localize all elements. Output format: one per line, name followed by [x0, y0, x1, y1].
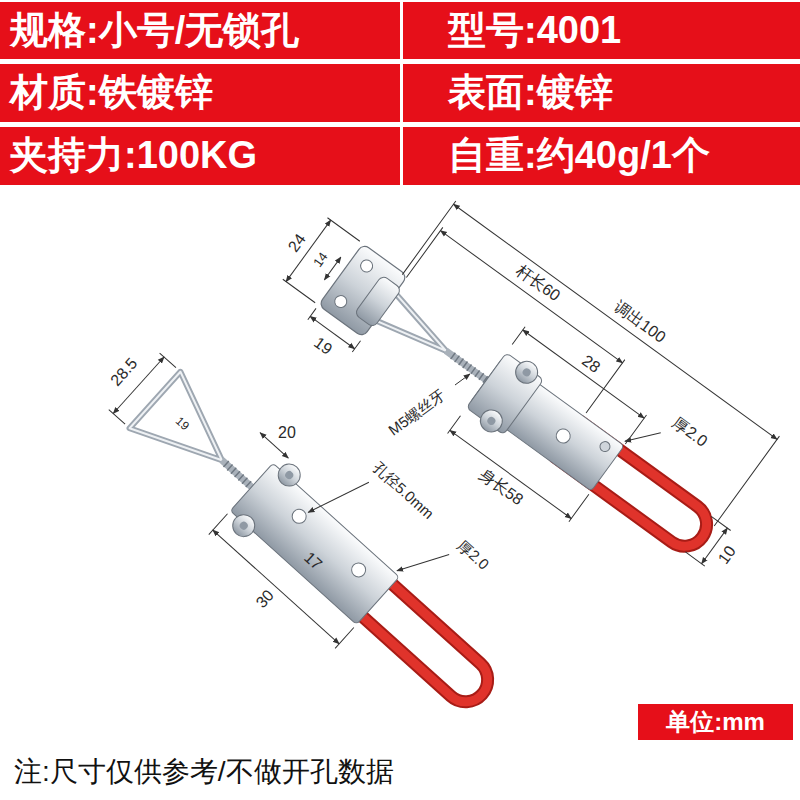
spec-cell: 材质:铁镀锌 [0, 64, 400, 122]
extension-line [404, 227, 625, 413]
spec-cell: 表面:镀锌 [403, 64, 800, 122]
dimension-value: 24 [285, 230, 310, 255]
mount-hole [332, 293, 349, 310]
spec-cell: 自重:约40g/1个 [403, 127, 800, 185]
extension-line [448, 406, 589, 522]
dimension-line [523, 330, 644, 418]
unit-badge: 单位:mm [638, 704, 793, 740]
roller-pin [521, 367, 532, 378]
spec-cell: 夹持力:100KG [0, 127, 400, 185]
spec-cell: 型号:4001 [403, 2, 800, 59]
spec-text: 自重:约40g/1个 [448, 135, 710, 177]
spec-text: 夹持力:100KG [10, 135, 257, 177]
hole-callout: 孔径5.0mm [369, 460, 436, 523]
latch-body [230, 463, 399, 624]
dimension-value: 14 [311, 250, 331, 270]
leader-line [455, 374, 470, 385]
dimension-value: 30 [253, 586, 278, 611]
extension-line [283, 218, 360, 303]
thickness-callout: 厚2.0 [454, 537, 492, 573]
mount-hole [289, 506, 309, 526]
dimension-value: 28 [578, 352, 603, 377]
unit-text: 单位:mm [666, 709, 765, 735]
roller-pin [486, 415, 497, 426]
dimension-value: 20 [278, 424, 296, 442]
thickness-callout: 厚2.0 [669, 413, 710, 450]
dimension-value: 19 [311, 333, 336, 358]
leader-line [397, 536, 449, 590]
mount-hole [553, 426, 573, 446]
spec-text: 材质:铁镀锌 [10, 72, 213, 114]
dimension-line [213, 530, 339, 644]
roller-pin [284, 469, 295, 480]
dimension-value: 19 [172, 415, 191, 434]
body-flange [466, 353, 543, 435]
footnote: 注:尺寸仅供参考/不做开孔数据 [14, 757, 394, 788]
roller-pin [238, 520, 249, 531]
extension-line [391, 201, 780, 526]
left-latch [91, 320, 536, 742]
dimension-line [453, 204, 777, 439]
extension-line [504, 327, 647, 444]
dimension-line [440, 231, 622, 363]
roller [476, 406, 507, 437]
roller [228, 510, 259, 541]
leader-line [308, 466, 369, 530]
keeper-hook [354, 275, 402, 328]
spec-text: 型号:4001 [448, 10, 621, 52]
rivet [598, 440, 612, 454]
spec-text: 规格:小号/无锁孔 [10, 10, 299, 52]
mount-hole [358, 258, 375, 275]
extension-line [209, 514, 354, 649]
dimension-value: 身长58 [476, 466, 527, 510]
dimension-value: 调出100 [611, 298, 669, 347]
dimension-value: 杆长60 [513, 261, 564, 305]
dimension-value: 28.5 [107, 354, 141, 389]
spec-cell: 规格:小号/无锁孔 [0, 2, 400, 59]
spec-text: 表面:镀锌 [448, 72, 613, 114]
roller [511, 357, 542, 388]
mount-hole [349, 560, 369, 580]
dimension-line [450, 430, 571, 518]
dimension-value: 17 [300, 548, 325, 573]
keeper-plate [318, 244, 407, 338]
dimension-value: 10 [715, 543, 740, 568]
dimension-lines [91, 320, 449, 663]
thread-callout: M5螺丝牙 [386, 387, 449, 439]
roller [274, 460, 305, 491]
leader-line [625, 419, 661, 456]
